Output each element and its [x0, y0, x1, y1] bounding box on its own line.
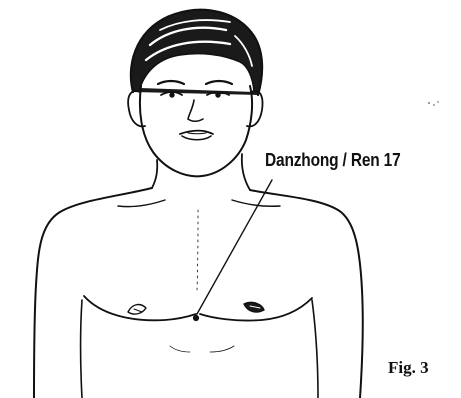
- acupoint-marker: [193, 180, 272, 321]
- print-specks: [428, 101, 439, 105]
- acupoint-label: Danzhong / Ren 17: [265, 150, 401, 171]
- neck: [152, 154, 250, 190]
- nipples: [128, 302, 264, 314]
- torso: [34, 188, 363, 398]
- figure-caption: Fig. 3: [388, 358, 429, 378]
- hair: [131, 10, 262, 95]
